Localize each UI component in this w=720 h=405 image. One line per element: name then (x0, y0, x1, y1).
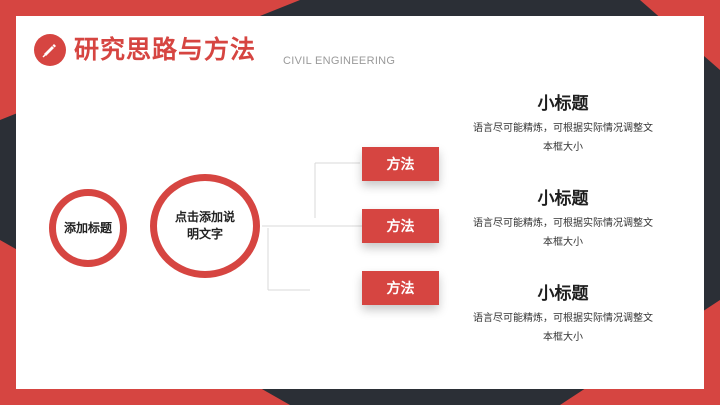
block-title[interactable]: 小标题 (537, 284, 589, 304)
method-label: 方法 (386, 157, 415, 173)
title-circle[interactable]: 添加标题 (49, 189, 127, 267)
description-circle-label: 点击添加说明文字 (174, 210, 235, 241)
slide-canvas (16, 16, 704, 389)
subtitle-block: 小标题 语言尽可能精炼，可根据实际情况调整文本框大小 (470, 92, 656, 157)
block-description[interactable]: 语言尽可能精炼，可根据实际情况调整文本框大小 (473, 123, 653, 153)
title-circle-label: 添加标题 (63, 220, 112, 235)
method-box[interactable]: 方法 (362, 147, 439, 181)
method-label: 方法 (386, 281, 415, 297)
block-title[interactable]: 小标题 (537, 189, 589, 209)
method-box[interactable]: 方法 (362, 271, 439, 305)
method-box[interactable]: 方法 (362, 209, 439, 243)
block-description[interactable]: 语言尽可能精炼，可根据实际情况调整文本框大小 (473, 218, 653, 248)
page-title: 研究思路与方法 (74, 35, 257, 64)
subtitle-block: 小标题 语言尽可能精炼，可根据实际情况调整文本框大小 (470, 187, 656, 252)
subtitle-block: 小标题 语言尽可能精炼，可根据实际情况调整文本框大小 (470, 282, 656, 347)
block-description[interactable]: 语言尽可能精炼，可根据实际情况调整文本框大小 (473, 313, 653, 343)
method-label: 方法 (386, 219, 415, 235)
description-circle[interactable]: 点击添加说明文字 (150, 174, 260, 278)
block-title[interactable]: 小标题 (537, 94, 589, 114)
page-subtitle: CIVIL ENGINEERING (283, 55, 396, 67)
pen-icon (34, 34, 66, 66)
